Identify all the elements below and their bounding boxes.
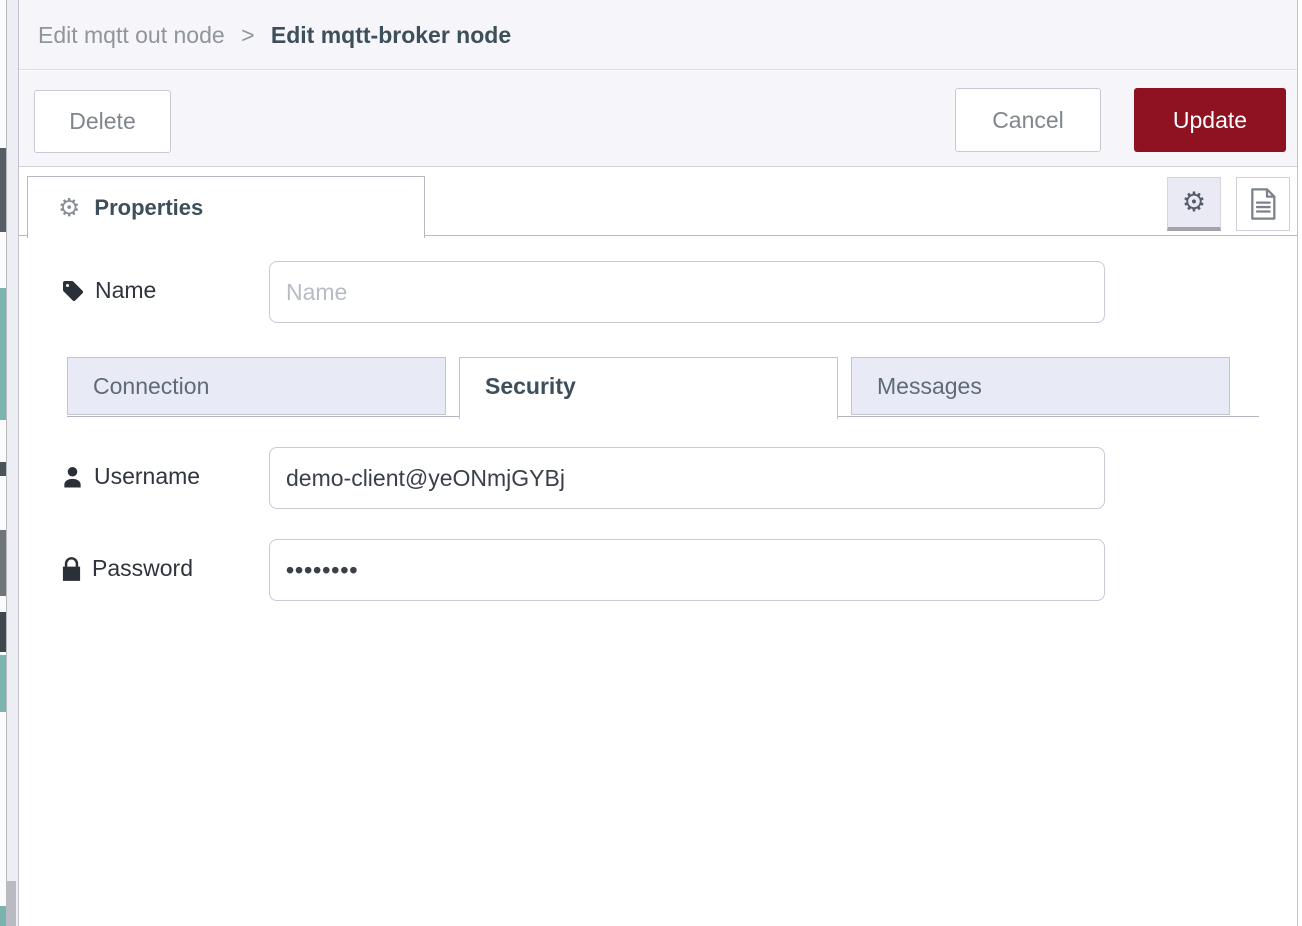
palette-node-fragment xyxy=(0,288,6,420)
workspace-background-sliver xyxy=(0,0,6,926)
cog-icon: ⚙ xyxy=(58,193,81,222)
tab-properties[interactable]: ⚙ Properties xyxy=(27,176,425,238)
tray-edge-gutter xyxy=(6,0,18,926)
delete-button[interactable]: Delete xyxy=(34,90,171,153)
tray-header: Edit mqtt out node > Edit mqtt-broker no… xyxy=(19,0,1297,70)
update-button[interactable]: Update xyxy=(1134,88,1286,152)
tab-security[interactable]: Security xyxy=(459,357,838,419)
palette-node-fragment xyxy=(0,612,6,652)
palette-node-fragment xyxy=(0,530,6,596)
palette-node-fragment xyxy=(0,462,6,476)
username-input[interactable] xyxy=(269,447,1105,509)
palette-node-fragment xyxy=(0,655,6,712)
cog-icon: ⚙ xyxy=(1181,187,1207,217)
username-field-label: Username xyxy=(61,463,200,490)
tray-toolbar: Delete Cancel Update xyxy=(19,71,1297,167)
breadcrumb-separator: > xyxy=(241,22,255,48)
editor-tab-row: ⚙ Properties ⚙ xyxy=(19,168,1297,238)
cancel-button[interactable]: Cancel xyxy=(955,88,1101,152)
password-label-text: Password xyxy=(92,555,193,581)
name-label-text: Name xyxy=(95,277,157,303)
breadcrumb: Edit mqtt out node > Edit mqtt-broker no… xyxy=(38,0,511,70)
tab-connection[interactable]: Connection xyxy=(67,357,446,415)
document-icon xyxy=(1251,188,1276,220)
breadcrumb-current: Edit mqtt-broker node xyxy=(270,22,512,48)
node-properties-icon-button[interactable]: ⚙ xyxy=(1167,177,1221,231)
password-field-label: Password xyxy=(61,555,193,582)
broker-config-tabs: Connection Security Messages xyxy=(67,357,1259,419)
breadcrumb-parent-link[interactable]: Edit mqtt out node xyxy=(38,22,225,48)
palette-node-fragment xyxy=(0,906,6,926)
name-input[interactable] xyxy=(269,261,1105,323)
lock-icon xyxy=(62,556,81,581)
tag-icon xyxy=(63,280,83,301)
palette-node-fragment xyxy=(0,148,6,232)
name-field-label: Name xyxy=(61,277,156,304)
tab-messages[interactable]: Messages xyxy=(851,357,1230,415)
edit-node-tray: Edit mqtt out node > Edit mqtt-broker no… xyxy=(18,0,1298,926)
node-description-icon-button[interactable] xyxy=(1236,177,1290,231)
password-input[interactable] xyxy=(269,539,1105,601)
palette-scrollbar-thumb xyxy=(7,881,16,926)
properties-tab-label: Properties xyxy=(94,194,204,220)
user-icon xyxy=(64,466,81,488)
username-label-text: Username xyxy=(94,463,201,489)
